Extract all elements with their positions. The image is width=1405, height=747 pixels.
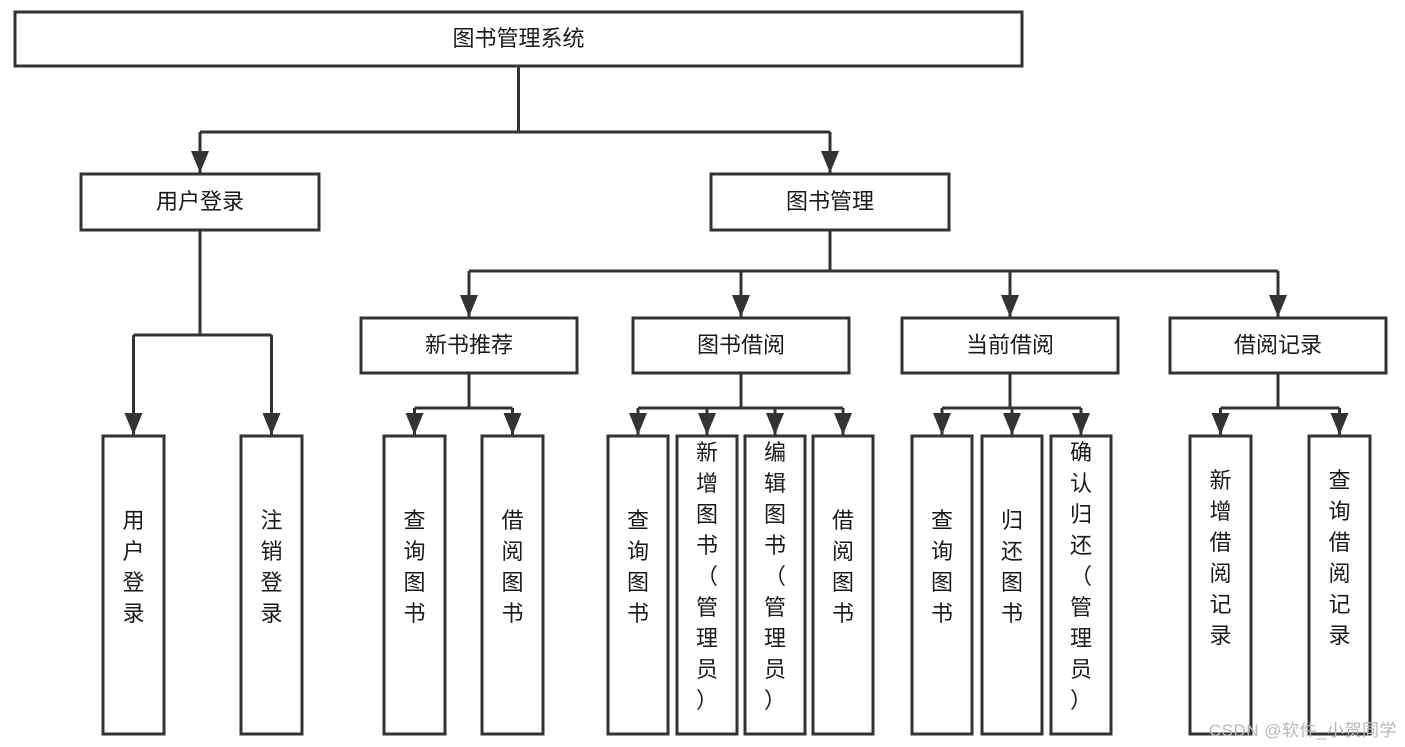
node-user-login-label: 用户登录 (156, 189, 244, 214)
arrow-head-icon (1003, 413, 1021, 435)
node-leaf-query-book-3[interactable]: 查询图书 (910, 434, 974, 736)
node-leaf-query-book-3-label: 查询图书 (931, 508, 953, 626)
arrow-head-icon (834, 413, 852, 435)
arrow-head-icon (1211, 413, 1230, 435)
arrow-head-icon (460, 295, 478, 317)
node-leaf-edit-book-box (743, 434, 807, 736)
node-root[interactable]: 图书管理系统 (13, 10, 1024, 68)
node-leaf-add-record-box (1188, 434, 1253, 736)
node-leaf-borrow-book-2-label: 借阅图书 (832, 508, 854, 626)
node-user-login[interactable]: 用户登录 (79, 172, 321, 232)
node-leaf-query-book-1-label: 查询图书 (403, 508, 425, 626)
node-book-borrow-label: 图书借阅 (697, 332, 785, 357)
node-leaf-user-logout-label: 注销登录 (260, 508, 282, 626)
node-leaf-borrow-book-2-box (811, 434, 875, 736)
node-leaf-add-book-label: 新增图书（管理员） (696, 440, 718, 713)
arrow-head-icon (1072, 413, 1090, 435)
node-leaf-borrow-book-1-label: 借阅图书 (501, 508, 523, 626)
node-book-manage-label: 图书管理 (786, 189, 874, 214)
arrow-head-icon (1001, 295, 1019, 317)
node-leaf-add-record-label: 新增借阅记录 (1209, 468, 1231, 648)
node-leaf-query-record-box (1307, 434, 1372, 736)
arrow-head-icon (629, 413, 647, 435)
node-leaf-query-record[interactable]: 查询借阅记录 (1307, 434, 1372, 736)
node-leaf-query-book-2-box (606, 434, 670, 736)
node-leaf-query-book-2-label: 查询图书 (627, 508, 649, 626)
arrow-head-icon (821, 151, 839, 173)
node-leaf-user-logout-box (239, 434, 304, 736)
node-leaf-add-record[interactable]: 新增借阅记录 (1188, 434, 1253, 736)
node-leaf-edit-book[interactable]: 编辑图书（管理员） (743, 434, 807, 736)
arrow-head-icon (1269, 295, 1287, 317)
node-borrow-record-box (1168, 316, 1388, 375)
node-current-borrow-box (900, 316, 1120, 375)
node-leaf-query-book-2[interactable]: 查询图书 (606, 434, 670, 736)
arrow-head-icon (503, 413, 522, 435)
node-leaf-return-book-box (980, 434, 1044, 736)
node-user-login-box (79, 172, 321, 232)
node-book-borrow[interactable]: 图书借阅 (631, 316, 851, 375)
node-leaf-return-book-label: 归还图书 (1001, 508, 1023, 626)
node-new-book-recommend-box (359, 316, 579, 375)
node-new-book-recommend-label: 新书推荐 (425, 332, 513, 357)
node-book-manage[interactable]: 图书管理 (709, 172, 951, 232)
node-current-borrow-label: 当前借阅 (966, 332, 1054, 357)
arrow-head-icon (1330, 413, 1349, 435)
node-leaf-user-login-label: 用户登录 (122, 508, 144, 626)
node-leaf-user-login[interactable]: 用户登录 (101, 434, 166, 736)
arrow-head-icon (732, 295, 750, 317)
node-leaf-query-book-3-box (910, 434, 974, 736)
arrow-head-icon (766, 413, 784, 435)
node-leaf-borrow-book-2[interactable]: 借阅图书 (811, 434, 875, 736)
node-leaf-user-login-box (101, 434, 166, 736)
node-layer: 图书管理系统用户登录图书管理新书推荐图书借阅当前借阅借阅记录用户登录注销登录查询… (13, 10, 1388, 736)
node-new-book-recommend[interactable]: 新书推荐 (359, 316, 579, 375)
arrow-head-icon (933, 413, 951, 435)
node-leaf-add-book[interactable]: 新增图书（管理员） (675, 434, 739, 736)
node-leaf-confirm-return-box (1049, 434, 1113, 736)
node-leaf-user-logout[interactable]: 注销登录 (239, 434, 304, 736)
arrow-head-icon (124, 413, 143, 435)
arrow-head-icon (405, 413, 424, 435)
node-leaf-query-book-1[interactable]: 查询图书 (382, 434, 447, 736)
node-leaf-confirm-return-label: 确认归还（管理员） (1070, 440, 1092, 713)
node-book-manage-box (709, 172, 951, 232)
node-root-label: 图书管理系统 (452, 26, 584, 51)
node-current-borrow[interactable]: 当前借阅 (900, 316, 1120, 375)
node-leaf-query-book-1-box (382, 434, 447, 736)
node-leaf-borrow-book-1-box (480, 434, 545, 736)
node-borrow-record[interactable]: 借阅记录 (1168, 316, 1388, 375)
node-leaf-edit-book-label: 编辑图书（管理员） (764, 440, 786, 713)
node-book-borrow-box (631, 316, 851, 375)
node-leaf-confirm-return[interactable]: 确认归还（管理员） (1049, 434, 1113, 736)
arrow-head-icon (262, 413, 281, 435)
node-leaf-return-book[interactable]: 归还图书 (980, 434, 1044, 736)
node-leaf-borrow-book-1[interactable]: 借阅图书 (480, 434, 545, 736)
node-leaf-add-book-box (675, 434, 739, 736)
node-leaf-query-record-label: 查询借阅记录 (1328, 468, 1350, 648)
node-root-box (13, 10, 1024, 68)
node-borrow-record-label: 借阅记录 (1234, 332, 1322, 357)
arrow-head-icon (698, 413, 716, 435)
arrow-head-icon (191, 151, 209, 173)
connector-layer (124, 66, 1349, 435)
